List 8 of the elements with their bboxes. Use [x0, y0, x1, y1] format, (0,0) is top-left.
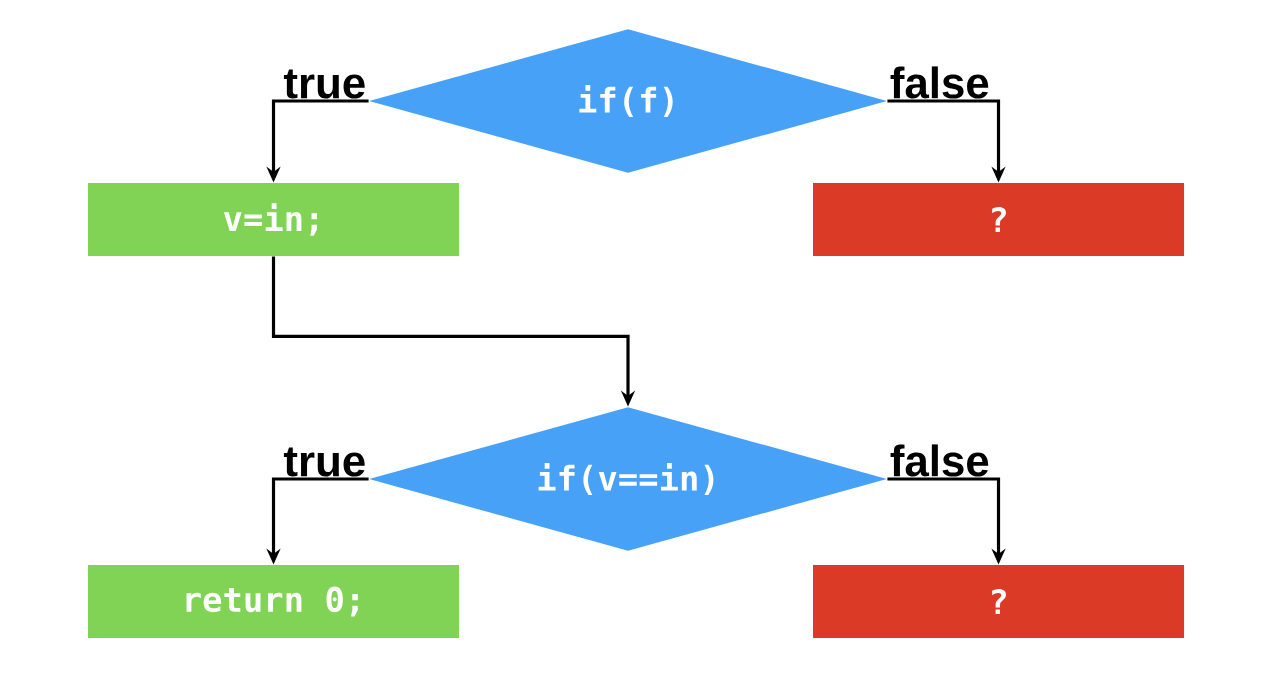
process-box: v=in; — [88, 183, 459, 256]
process-box: ? — [813, 183, 1185, 256]
edge-label: false — [890, 444, 989, 477]
process-box: ? — [813, 565, 1185, 638]
edge-label: true — [283, 447, 365, 477]
process-box: return 0; — [88, 565, 459, 638]
edge-label: true — [283, 69, 365, 99]
edge-label: false — [890, 66, 989, 99]
